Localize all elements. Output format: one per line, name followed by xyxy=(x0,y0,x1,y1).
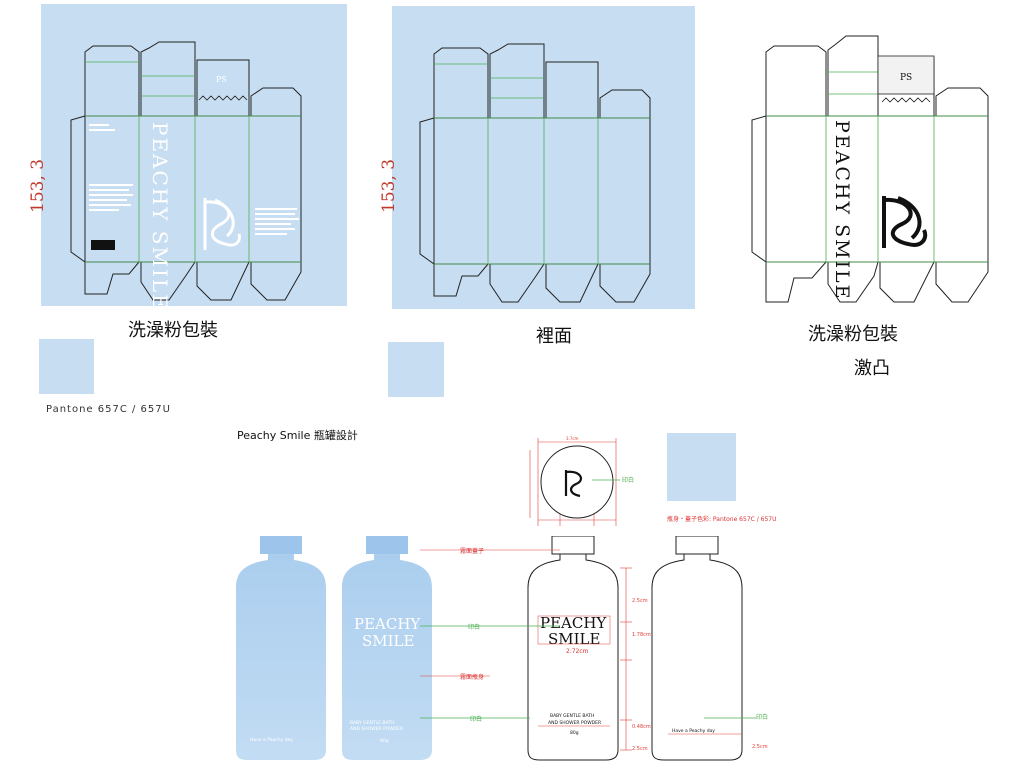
pantone-swatch-1 xyxy=(39,339,94,394)
cap-annotation: 霧面蓋子 xyxy=(460,548,485,555)
bottle-outline xyxy=(527,536,619,761)
background-fill xyxy=(41,4,347,306)
pantone-swatch-2 xyxy=(388,342,444,397)
dieline-panel-emboss: PS PEACHY SMILE xyxy=(722,6,1012,309)
fold-lines xyxy=(766,71,988,263)
bottle-outline xyxy=(651,536,743,761)
bottle-back-text: Have a Peachy day xyxy=(250,737,293,743)
logo-monogram xyxy=(564,470,583,498)
panel1-dimension: 153, 3 xyxy=(28,158,48,213)
dieline-panel-inside xyxy=(392,6,695,309)
drawing-back-text: Have a Peachy day xyxy=(672,728,715,734)
dieline-panel-outside: PS PEACHY SMILE xyxy=(41,4,347,306)
bottle-back-drawing: Have a Peachy day 印白 2.5cm xyxy=(651,536,768,761)
bottle-cap-outline xyxy=(675,536,719,555)
bottle-back-render: Have a Peachy day xyxy=(236,536,326,760)
small-monogram: PS xyxy=(900,73,912,83)
drawing-front-weight: 80g xyxy=(570,730,579,736)
tab-zigzag xyxy=(198,95,248,101)
bottle-wordmark-line1: PEACHY xyxy=(354,615,421,633)
barcode-block xyxy=(91,240,115,250)
dim-6: 2.5cm xyxy=(752,744,768,750)
big-monogram xyxy=(882,196,928,248)
bottle-cap-outline xyxy=(551,536,595,555)
bottle-front-drawing: PEACHY SMILE BABY GENTLE BATH AND SHOWER… xyxy=(527,536,619,761)
bottle-cap xyxy=(260,536,302,554)
body-annotation: 霧面瓶身 xyxy=(460,674,485,681)
panel2-dimension: 153, 3 xyxy=(379,158,399,213)
bottle-front-line2: AND SHOWER POWDER xyxy=(350,726,403,732)
bottle-section-title: Peachy Smile 瓶罐設計 xyxy=(237,429,358,442)
dim-2: 1.78cm xyxy=(632,632,651,638)
dieline-inside-drawing xyxy=(392,6,695,309)
logo-circle xyxy=(540,445,614,519)
dim-3: 2.72cm xyxy=(566,648,589,655)
small-monogram: PS xyxy=(216,75,227,84)
fold-lines xyxy=(434,63,650,265)
fold-lines xyxy=(85,61,301,263)
panel2-caption: 裡面 xyxy=(536,326,572,347)
small-flap-fill xyxy=(877,55,935,95)
bottle-cap xyxy=(366,536,408,554)
bottle-front-render: PEACHY SMILE BABY GENTLE BATH AND SHOWER… xyxy=(342,536,432,760)
drawing-front-line1: BABY GENTLE BATH xyxy=(550,713,594,719)
panel3-caption: 洗澡粉包裝 xyxy=(808,324,898,345)
drawing-wordmark-line2: SMILE xyxy=(548,630,600,648)
logo-width-dim: 3.7cm xyxy=(566,436,579,441)
box-outline xyxy=(70,41,302,301)
annotation-leaders xyxy=(420,549,560,719)
tab-zigzag xyxy=(881,97,931,103)
side-text-block xyxy=(89,124,133,211)
logo-spec-guides xyxy=(529,438,617,526)
back-print-label: 印白 xyxy=(756,713,768,721)
bottle-front-weight: 80g xyxy=(380,738,389,744)
panel3-subcaption: 激凸 xyxy=(854,358,890,379)
logo-print-label: 印白 xyxy=(622,476,634,484)
bottle-body xyxy=(342,536,432,760)
bottle-body xyxy=(236,536,326,760)
drawing-wordmark-line1: PEACHY xyxy=(540,614,607,632)
dim-5: 2.5cm xyxy=(632,746,648,752)
bottle-wordmark-line2: SMILE xyxy=(362,632,414,650)
dim-4: 0.48cm xyxy=(632,724,651,730)
pantone-label: Pantone 657C / 657U xyxy=(46,404,171,415)
logo-spec-drawing: 印白 3.7cm xyxy=(529,436,634,526)
bottle-dimensions: 2.5cm 1.78cm 0.48cm 2.5cm xyxy=(620,567,651,752)
dieline-emboss-drawing: PS PEACHY SMILE xyxy=(751,35,989,303)
drawing-front-line2: AND SHOWER POWDER xyxy=(548,720,601,726)
right-text-block xyxy=(255,208,299,235)
print-annotation-2: 印白 xyxy=(470,716,483,723)
vertical-wordmark: PEACHY SMILE xyxy=(148,122,172,306)
pantone-swatch-3 xyxy=(667,433,736,501)
big-monogram xyxy=(203,198,241,250)
bottle-color-note: 瓶身・蓋子色彩: Pantone 657C / 657U xyxy=(667,516,777,523)
bottle-front-line1: BABY GENTLE BATH xyxy=(350,720,394,726)
wordmark-bbox xyxy=(537,615,611,645)
dim-1: 2.5cm xyxy=(632,598,648,604)
panel1-caption: 洗澡粉包裝 xyxy=(128,320,218,341)
dieline-outside-drawing: PS PEACHY SMILE xyxy=(41,4,347,306)
print-annotation-1: 印白 xyxy=(468,624,481,631)
vertical-wordmark: PEACHY SMILE xyxy=(831,120,853,301)
